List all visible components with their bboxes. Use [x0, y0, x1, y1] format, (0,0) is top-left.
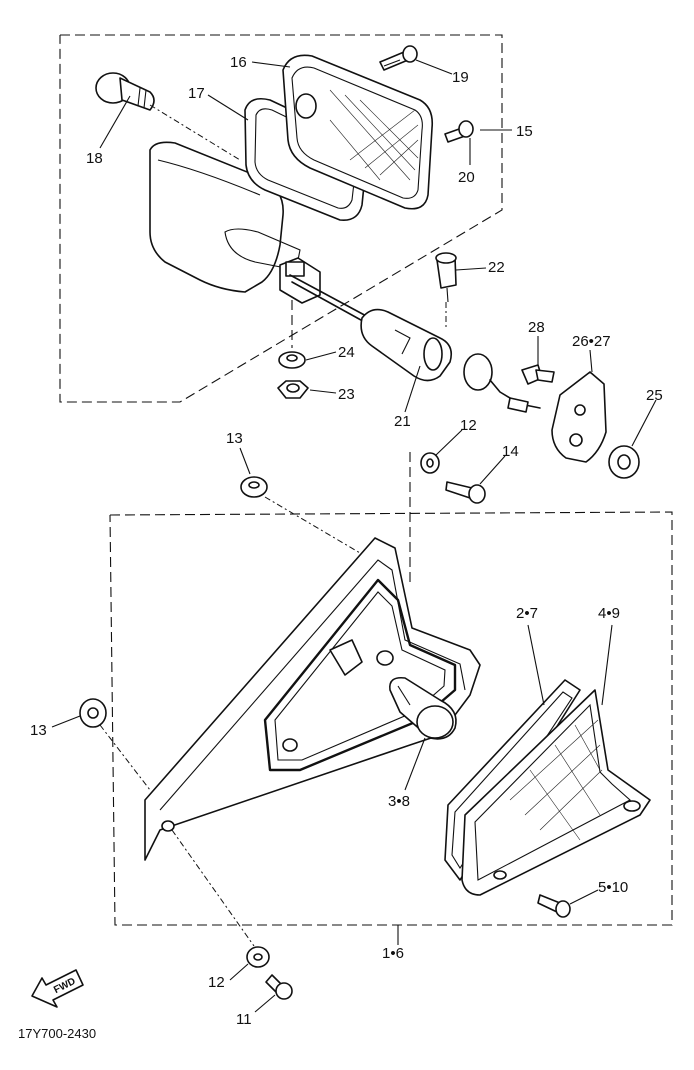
nut-23 [277, 380, 309, 399]
bolt-28 [521, 364, 555, 385]
bracket-clip [279, 257, 321, 348]
bolt-22 [435, 252, 457, 330]
callout-17: 17 [188, 85, 205, 102]
bulb-18 [95, 72, 241, 161]
washer-24 [278, 351, 306, 369]
callout-12-lower: 12 [208, 974, 225, 991]
screw-14 [445, 481, 486, 504]
callout-13-lower: 13 [30, 722, 47, 739]
screw-20 [444, 120, 474, 143]
leader-lines [51, 59, 657, 1013]
nut-25 [608, 445, 640, 479]
callout-20: 20 [458, 169, 475, 186]
callout-3-8: 3•8 [388, 793, 410, 810]
bulb-3-8 [388, 676, 457, 740]
callout-24: 24 [338, 344, 355, 361]
socket-21 [289, 274, 541, 413]
callout-13-upper: 13 [226, 430, 243, 447]
forward-direction-arrow: FWD [31, 969, 84, 1008]
grommet-13-upper [240, 476, 373, 561]
callout-15: 15 [516, 123, 533, 140]
callout-16: 16 [230, 54, 247, 71]
callout-14: 14 [502, 443, 519, 460]
callout-28: 28 [528, 319, 545, 336]
callout-1-6: 1•6 [382, 945, 404, 962]
callout-22: 22 [488, 259, 505, 276]
screw-11 [265, 974, 293, 1000]
rear-flasher-assembly-boundary [59, 34, 503, 403]
callout-23: 23 [338, 386, 355, 403]
washer-12-lower [171, 829, 270, 968]
screw-19 [379, 45, 418, 71]
front-flasher-housing [144, 537, 481, 861]
screw-5-10 [537, 894, 571, 918]
callout-2-7: 2•7 [516, 605, 538, 622]
lens-4-9 [461, 689, 651, 896]
callout-5-10: 5•10 [598, 879, 628, 896]
callout-26-27: 26•27 [572, 333, 611, 350]
callout-18: 18 [86, 150, 103, 167]
callout-11: 11 [236, 1011, 252, 1028]
front-flasher-assembly-boundary [109, 452, 673, 926]
bracket-26-27 [551, 371, 607, 463]
callout-19: 19 [452, 69, 469, 86]
grommet-13-lower [79, 698, 151, 791]
callout-12-upper: 12 [460, 417, 477, 434]
lens-16 [282, 54, 434, 210]
callout-labels: 16 17 18 19 20 15 22 24 23 21 28 26•27 2… [30, 54, 663, 1028]
callout-4-9: 4•9 [598, 605, 620, 622]
callout-25: 25 [646, 387, 663, 404]
diagram-code: 17Y700-2430 [18, 1026, 96, 1041]
callout-21: 21 [394, 413, 411, 430]
washer-12-upper [420, 452, 440, 474]
